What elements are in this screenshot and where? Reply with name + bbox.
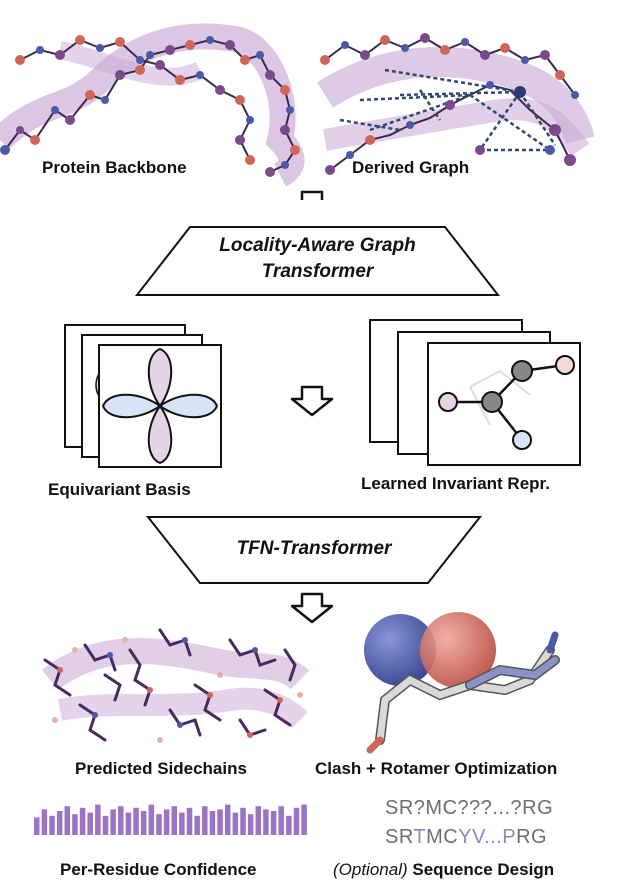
clover-lobes-icon [101, 347, 219, 465]
sequence-output: SRTMCYV...PRG [385, 826, 547, 849]
locality-transformer-line2: Transformer [261, 261, 374, 282]
confidence-bar [240, 807, 246, 835]
middle-arrow-icon [290, 385, 334, 417]
equivariant-basis-stack [64, 324, 222, 468]
confidence-bar [110, 809, 116, 835]
confidence-bar [247, 814, 254, 835]
tfn-transformer-block [145, 516, 483, 584]
confidence-bar [186, 807, 193, 835]
seq-part-5: P [502, 826, 517, 848]
seq-part-4: YV... [458, 826, 503, 848]
top-figures [0, 23, 595, 200]
confidence-bar [301, 804, 307, 835]
protein-backbone-label: Protein Backbone [42, 158, 187, 177]
confidence-bars [34, 804, 307, 835]
predicted-sidechains-image [41, 628, 310, 743]
confidence-bar [49, 815, 55, 835]
confidence-bar [209, 811, 216, 835]
confidence-bar [286, 815, 292, 835]
confidence-label: Per-Residue Confidence [60, 860, 257, 879]
equivariant-basis-label: Equivariant Basis [48, 480, 191, 499]
confidence-bar [133, 807, 139, 835]
seq-part-3: MC [426, 826, 459, 848]
bottom-arrow-icon [290, 592, 334, 624]
confidence-bar [263, 809, 269, 835]
invariant-repr-stack [369, 319, 581, 466]
confidence-bar [270, 811, 277, 835]
confidence-bar [179, 812, 185, 835]
down-arrow-icon [300, 190, 324, 200]
sequence-design-label: (Optional) Sequence Design [333, 860, 554, 880]
locality-transformer-block [134, 226, 501, 296]
clash-rotamer-label: Clash + Rotamer Optimization [315, 759, 558, 778]
confidence-bar [41, 809, 48, 835]
bottom-figures [41, 592, 560, 754]
confidence-bar [56, 811, 63, 835]
confidence-bar [293, 807, 300, 835]
graph-nodes [320, 33, 579, 175]
confidence-bar [87, 812, 93, 835]
confidence-bar [278, 806, 284, 835]
confidence-bar [148, 804, 155, 835]
confidence-bar [34, 817, 40, 835]
locality-transformer-title: Locality-Aware Graph Transformer [137, 233, 498, 285]
sequence-input: SR?MC???...?RG [385, 797, 554, 819]
middle-figures [64, 319, 581, 468]
sidechain-atoms [52, 637, 303, 743]
seq-part-1: SR [385, 826, 414, 848]
protein-backbone-image [0, 23, 305, 187]
confidence-bar [95, 804, 101, 835]
confidence-bar [202, 806, 208, 835]
optional-prefix: (Optional) [333, 860, 408, 879]
locality-transformer-line1: Locality-Aware Graph [219, 235, 416, 256]
confidence-bar [171, 806, 177, 835]
confidence-bar [232, 812, 239, 835]
confidence-bar [163, 809, 170, 835]
confidence-bar [156, 814, 162, 835]
confidence-bar [224, 804, 231, 835]
derived-graph-image [316, 33, 595, 175]
predicted-sidechains-label: Predicted Sidechains [75, 759, 247, 778]
backbone-atoms [0, 35, 300, 177]
derived-graph-label: Derived Graph [352, 158, 470, 177]
clash-rotamer-image [364, 612, 560, 754]
confidence-bar [217, 809, 223, 835]
tfn-transformer-title: TFN-Transformer [236, 538, 392, 559]
invariant-repr-label: Learned Invariant Repr. [361, 474, 550, 493]
confidence-bar [102, 815, 109, 835]
seq-part-6: RG [516, 826, 548, 848]
confidence-bar [118, 806, 124, 835]
confidence-bar [194, 815, 200, 835]
confidence-bar [64, 806, 71, 835]
confidence-bar [79, 807, 86, 835]
confidence-bar [125, 812, 132, 835]
sequence-design-text: Sequence Design [412, 860, 555, 879]
confidence-bar [255, 806, 262, 835]
seq-part-2: T [413, 826, 427, 848]
confidence-bar [72, 814, 78, 835]
confidence-bar [140, 811, 147, 835]
